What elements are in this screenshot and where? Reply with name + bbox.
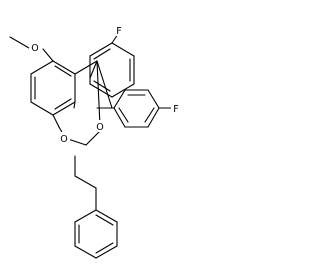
double-bond-inner	[144, 107, 155, 123]
methoxy-group	[9, 36, 54, 62]
double-bond-inner	[95, 242, 114, 254]
right-fluorophenyl-ring	[96, 89, 172, 128]
bond	[74, 60, 98, 75]
atom-labels: O O O F F	[29, 24, 181, 145]
bond	[74, 245, 97, 259]
bond	[74, 175, 97, 189]
bond	[111, 42, 135, 57]
bond	[30, 101, 54, 116]
bond	[89, 42, 113, 57]
bond	[147, 107, 160, 128]
fluorine-right-label: F	[173, 104, 178, 115]
bond	[85, 129, 102, 146]
double-bond-inner	[93, 80, 111, 92]
bond	[147, 89, 160, 109]
bond	[95, 209, 118, 223]
ring-oxygen-lower-label: O	[60, 134, 67, 145]
bond	[89, 83, 113, 98]
bond	[52, 114, 60, 128]
bond	[95, 245, 118, 259]
phenethyl-chain	[74, 155, 97, 211]
bond	[52, 60, 76, 75]
bond	[74, 209, 97, 223]
bond	[9, 36, 30, 49]
bond	[30, 60, 54, 75]
ring-oxygen-right-label: O	[96, 122, 103, 133]
fused-benzene-ring	[30, 60, 76, 116]
double-bond-inner	[54, 65, 72, 77]
methoxy-oxygen-label: O	[31, 43, 38, 54]
bond	[73, 101, 76, 109]
bond	[52, 101, 76, 116]
bond	[111, 83, 135, 98]
terminal-phenyl-ring	[74, 209, 118, 259]
bond	[113, 89, 126, 109]
double-bond-inner	[118, 107, 129, 123]
double-bond-inner	[93, 48, 111, 60]
double-bond-inner	[95, 214, 114, 226]
bond	[96, 60, 101, 127]
double-bond-inner	[54, 98, 72, 110]
fluorine-top-label: F	[116, 26, 121, 37]
bond	[89, 60, 98, 79]
upper-fluorophenyl-ring	[89, 33, 135, 98]
bond	[113, 107, 126, 128]
chemical-structure-diagram: O O O F F	[9, 24, 181, 259]
bond	[42, 48, 54, 62]
bond	[96, 60, 113, 109]
